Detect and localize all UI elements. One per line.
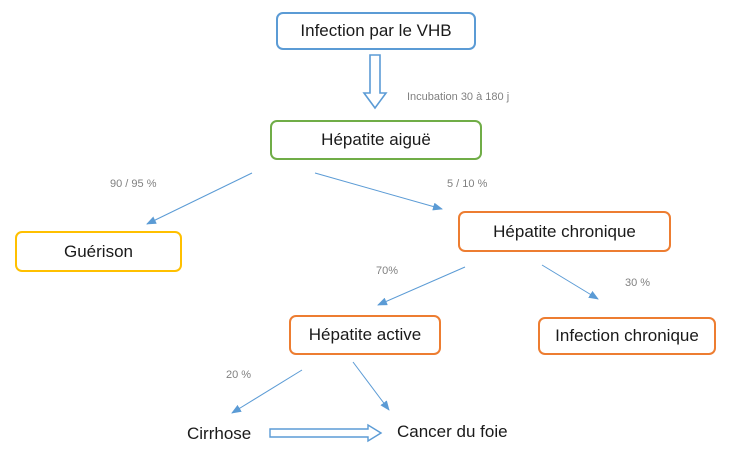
node-infection-chronique: Infection chronique: [538, 317, 716, 355]
label-to-guerison: 90 / 95 %: [110, 178, 157, 190]
node-hepatite-aigue: Hépatite aiguë: [270, 120, 482, 160]
node-infection-vhb: Infection par le VHB: [276, 12, 476, 50]
node-cancer-du-foie: Cancer du foie: [397, 422, 508, 441]
label-to-infection-chronique: 30 %: [625, 277, 651, 289]
node-hepatite-chronique: Hépatite chronique: [458, 211, 671, 252]
label-incubation: Incubation 30 à 180 j: [407, 91, 510, 103]
node-hepatite-aigue-label: Hépatite aiguë: [321, 130, 431, 149]
node-guerison: Guérison: [15, 231, 182, 272]
node-hepatite-active: Hépatite active: [289, 315, 441, 355]
block-arrow-down: [362, 54, 388, 110]
arrow-active-to-cancer: [352, 361, 390, 411]
label-to-cirrhose: 20 %: [226, 369, 252, 381]
arrow-aigue-to-guerison: [146, 172, 253, 225]
node-infection-chronique-label: Infection chronique: [555, 326, 699, 345]
label-to-chronique: 5 / 10 %: [447, 178, 488, 190]
node-cirrhose: Cirrhose: [187, 424, 252, 443]
block-arrow-right: [269, 423, 383, 443]
node-hepatite-chronique-label: Hépatite chronique: [493, 221, 636, 241]
arrow-active-to-cirrhose: [231, 369, 303, 414]
node-hepatite-active-label: Hépatite active: [308, 325, 422, 344]
node-infection-vhb-label: Infection par le VHB: [300, 21, 452, 40]
node-guerison-label: Guérison: [64, 241, 133, 261]
arrow-chronique-to-active: [377, 266, 466, 306]
label-to-active: 70%: [376, 265, 399, 277]
arrow-aigue-to-chronique: [314, 172, 443, 211]
arrow-chronique-to-infection-chronique: [541, 264, 599, 300]
